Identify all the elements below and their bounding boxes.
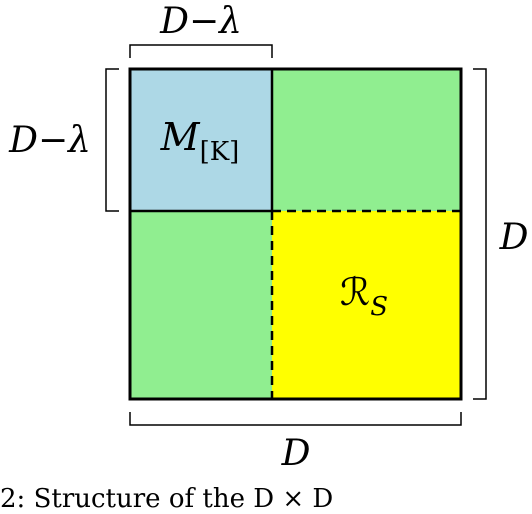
bottom-right-block-label-main: ℛ [340, 270, 370, 314]
bottom-right-block-label: ℛS [340, 270, 388, 322]
top-right-block [272, 69, 461, 211]
left-bracket [105, 68, 119, 212]
bottom-left-block [130, 211, 272, 399]
top-left-block-label-main: M [160, 115, 201, 159]
top-bracket [129, 44, 273, 58]
matrix-outline [128, 67, 463, 401]
top-bracket-label: D−λ [159, 1, 242, 42]
top-left-block-label-subscript: [K] [200, 137, 240, 167]
top-left-block-label: M[K] [160, 115, 240, 167]
bottom-bracket-label: D [281, 433, 311, 474]
figure-caption: 2: Structure of the D × D [0, 484, 334, 514]
bottom-right-block-label-subscript: S [370, 292, 388, 322]
bottom-bracket [129, 412, 462, 426]
right-bracket-label: D [499, 217, 529, 258]
bottom-right-block [272, 211, 461, 399]
top-left-block [130, 69, 272, 211]
block-matrix-diagram: D−λ D−λ D D M[K] ℛS [8, 1, 529, 474]
left-bracket-label: D−λ [8, 120, 91, 161]
right-bracket [473, 68, 487, 400]
